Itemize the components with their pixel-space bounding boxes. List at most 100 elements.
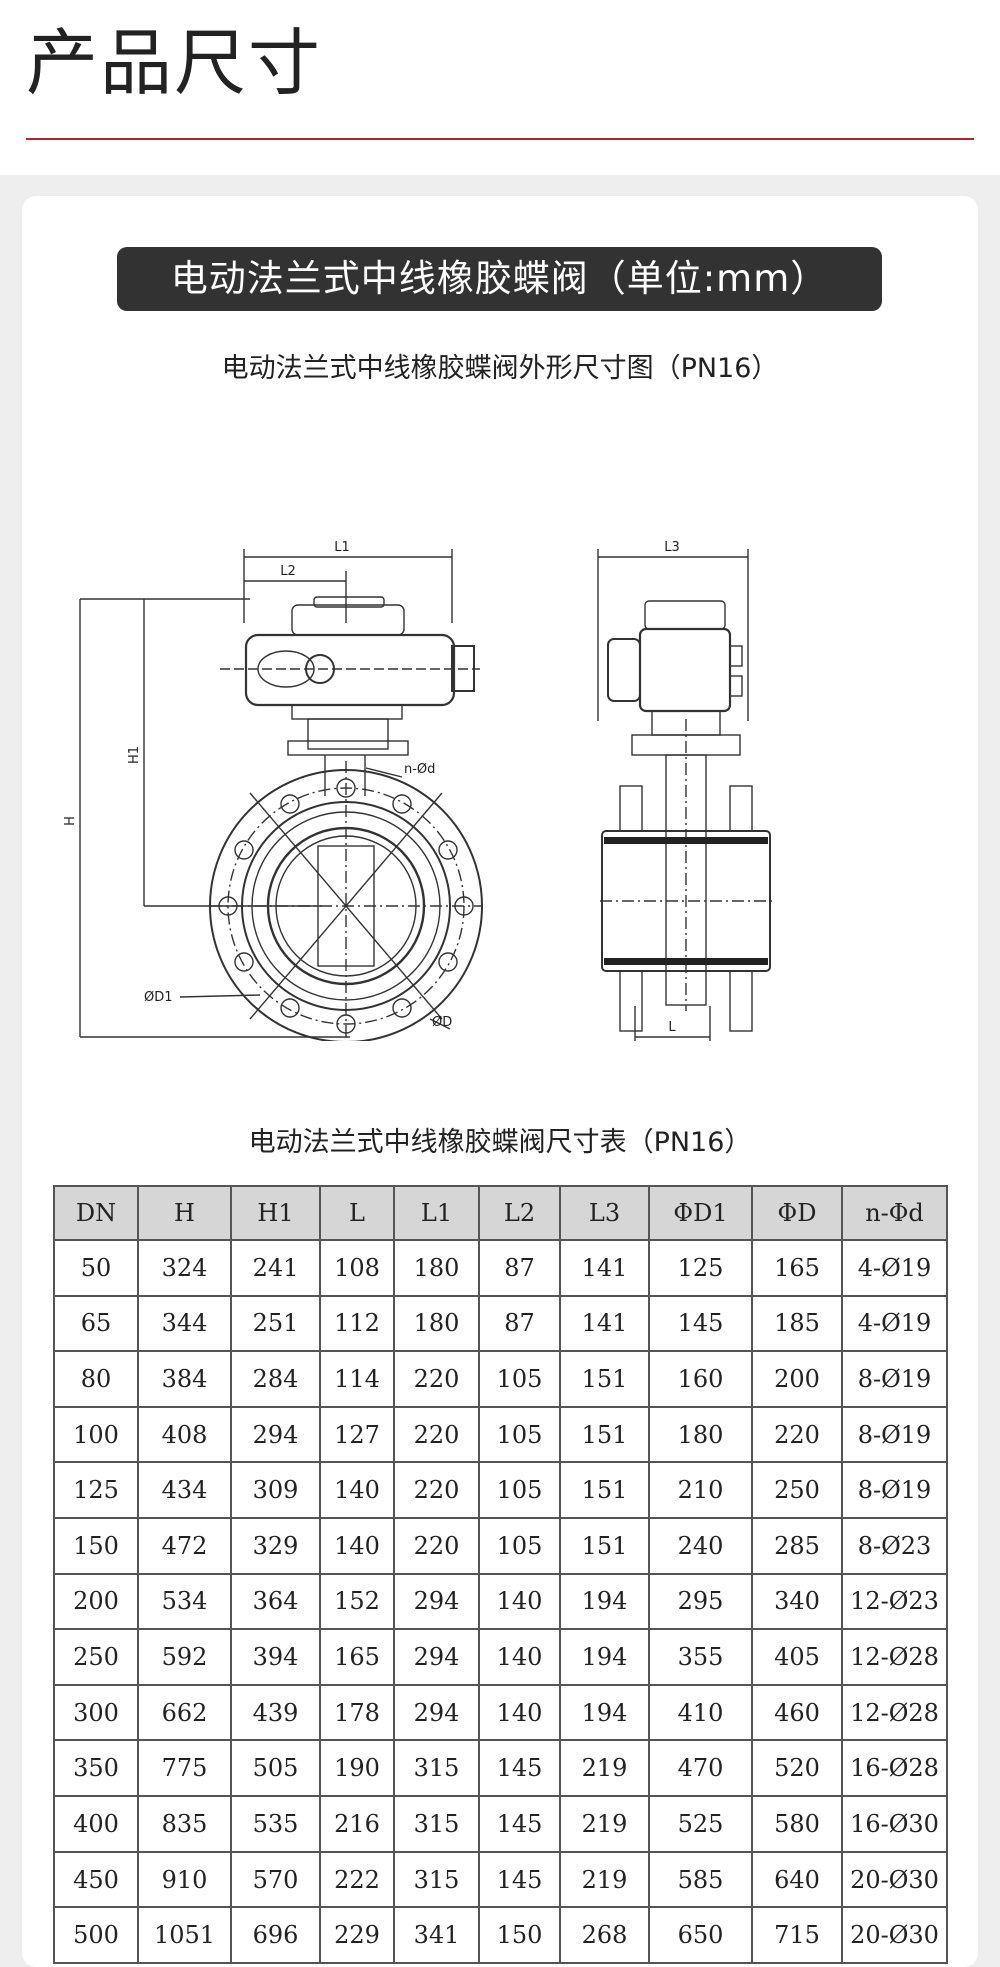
table-cell: 100	[53, 1405, 139, 1464]
table-cell: 8-Ø19	[841, 1350, 948, 1408]
table-cell: 8-Ø19	[841, 1461, 948, 1520]
table-cell: 355	[648, 1628, 753, 1686]
table-cell: 194	[559, 1572, 650, 1631]
label-h: H	[63, 816, 78, 826]
diagram-title: 电动法兰式中线橡胶蝶阀外形尺寸图（PN16）	[221, 353, 779, 384]
table-cell: 140	[478, 1572, 561, 1631]
table-cell: 592	[137, 1628, 232, 1686]
table-cell: 251	[230, 1294, 321, 1353]
label-l: L	[668, 1020, 676, 1035]
table-cell: 145	[478, 1795, 561, 1853]
label-d1: ØD1	[144, 990, 173, 1005]
table-cell: 210	[648, 1461, 753, 1520]
table-cell: 294	[393, 1683, 480, 1742]
table-cell: 344	[137, 1294, 232, 1353]
table-cell: 12-Ø28	[841, 1628, 948, 1686]
table-cell: 12-Ø28	[841, 1683, 948, 1742]
table-cell: 219	[559, 1739, 650, 1798]
table-cell: 12-Ø23	[841, 1572, 948, 1631]
label-l2: L2	[280, 564, 296, 579]
page-title: 产品尺寸	[26, 21, 323, 105]
table-cell: 141	[559, 1294, 650, 1353]
table-cell: 105	[478, 1350, 561, 1408]
table-cell: 294	[230, 1405, 321, 1464]
table-cell: 715	[751, 1906, 843, 1964]
table-cell: 294	[393, 1572, 480, 1631]
table-cell: 140	[319, 1517, 395, 1575]
table-cell: 400	[53, 1795, 139, 1853]
table-cell: 309	[230, 1461, 321, 1520]
table-cell: 220	[393, 1350, 480, 1408]
table-cell: 151	[559, 1405, 650, 1464]
table-cell: 87	[478, 1294, 561, 1353]
table-cell: 410	[648, 1683, 753, 1742]
table-cell: 350	[53, 1739, 139, 1798]
table-cell: 145	[478, 1739, 561, 1798]
table-cell: 152	[319, 1572, 395, 1631]
table-title: 电动法兰式中线橡胶蝶阀尺寸表（PN16）	[248, 1127, 752, 1158]
table-cell: 300	[53, 1683, 139, 1742]
table-cell: 520	[751, 1739, 843, 1798]
table-cell: 16-Ø28	[841, 1739, 948, 1798]
table-cell: 534	[137, 1572, 232, 1631]
table-cell: 165	[319, 1628, 395, 1686]
table-cell: 585	[648, 1850, 753, 1909]
table-cell: 525	[648, 1795, 753, 1853]
table-cell: 220	[751, 1405, 843, 1464]
table-cell: 8-Ø23	[841, 1517, 948, 1575]
table-cell: 315	[393, 1739, 480, 1798]
table-cell: 640	[751, 1850, 843, 1909]
table-cell: 216	[319, 1795, 395, 1853]
table-cell: 185	[751, 1294, 843, 1353]
table-cell: 165	[751, 1239, 843, 1297]
table-cell: 405	[751, 1628, 843, 1686]
table-cell: 535	[230, 1795, 321, 1853]
table-cell: 180	[393, 1239, 480, 1297]
table-cell: 141	[559, 1239, 650, 1297]
table-cell: 108	[319, 1239, 395, 1297]
table-cell: 450	[53, 1850, 139, 1909]
table-cell: 439	[230, 1683, 321, 1742]
table-cell: 650	[648, 1906, 753, 1964]
table-cell: 329	[230, 1517, 321, 1575]
table-cell: 434	[137, 1461, 232, 1520]
table-cell: 775	[137, 1739, 232, 1798]
table-cell: 580	[751, 1795, 843, 1853]
table-cell: 408	[137, 1405, 232, 1464]
table-cell: 500	[53, 1906, 139, 1964]
table-cell: 394	[230, 1628, 321, 1686]
table-cell: 4-Ø19	[841, 1239, 948, 1297]
table-cell: 220	[393, 1517, 480, 1575]
table-cell: 50	[53, 1239, 139, 1297]
table-cell: 180	[648, 1405, 753, 1464]
header-cell: L1	[393, 1185, 480, 1241]
table-cell: 65	[53, 1294, 139, 1353]
table-cell: 112	[319, 1294, 395, 1353]
table-cell: 151	[559, 1517, 650, 1575]
table-cell: 150	[53, 1517, 139, 1575]
table-cell: 268	[559, 1906, 650, 1964]
table-cell: 80	[53, 1350, 139, 1408]
table-cell: 340	[751, 1572, 843, 1631]
table-cell: 294	[393, 1628, 480, 1686]
label-l1: L1	[334, 540, 350, 555]
header-cell: H	[137, 1185, 232, 1241]
table-cell: 105	[478, 1461, 561, 1520]
table-cell: 315	[393, 1850, 480, 1909]
table-cell: 229	[319, 1906, 395, 1964]
table-cell: 194	[559, 1628, 650, 1686]
table-cell: 105	[478, 1517, 561, 1575]
table-header-row: DN H H1 L L1 L2 L3 ΦD1 ΦD n-Φd	[53, 1185, 948, 1241]
table-cell: 315	[393, 1795, 480, 1853]
table-cell: 20-Ø30	[841, 1850, 948, 1909]
section-badge: 电动法兰式中线橡胶蝶阀（单位:mm）	[117, 247, 882, 311]
